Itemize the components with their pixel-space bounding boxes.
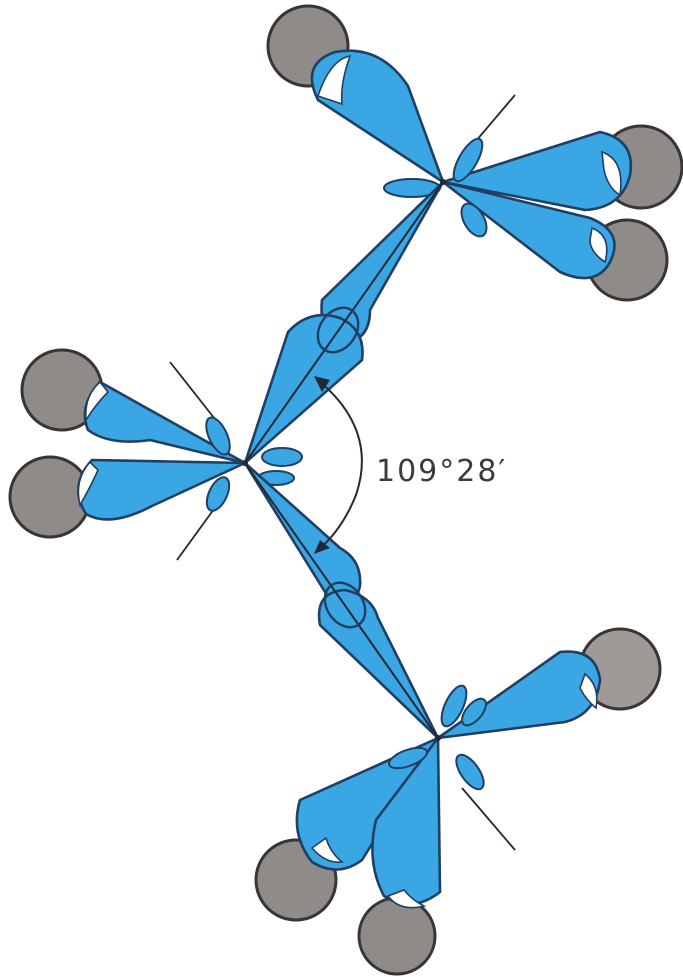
sp3-orbital-lobe (310, 49, 445, 184)
small-back-lobe (460, 202, 488, 238)
bond-angle-label: 109°28′ (376, 454, 507, 489)
bottom-carbon-axis (461, 787, 516, 851)
h-overlap-region (589, 226, 608, 264)
arrow-head (314, 540, 330, 554)
sp3-orbital-lobe (243, 461, 362, 608)
h-overlap-region (77, 460, 99, 508)
h-overlap-region (310, 836, 344, 864)
sp3-orbital-lobe (243, 313, 364, 465)
bond-angle-arc (317, 379, 363, 551)
carbon-center (242, 460, 248, 466)
cc-overlap-region (316, 306, 360, 354)
h-overlap-region (579, 672, 598, 710)
small-back-lobe (261, 447, 303, 467)
sp3-orbital-lobe (441, 180, 616, 280)
carbon-center (435, 735, 441, 741)
middle-carbon-group (8, 348, 303, 561)
hydrogen-atom (357, 896, 437, 976)
carbon-center (440, 179, 446, 185)
bottom-carbon-group (254, 627, 662, 976)
sp3-orbital-lobe (317, 588, 440, 740)
h-overlap-region (84, 380, 110, 423)
small-back-lobe (205, 416, 231, 456)
sp3-orbital-lobe (295, 736, 440, 871)
bond-angle-indicator: 109°28′ (314, 376, 507, 554)
small-back-lobe (455, 753, 485, 791)
sp3-orbital-lobe (441, 130, 633, 212)
small-back-lobe (452, 137, 484, 183)
small-back-lobe (440, 684, 468, 728)
h-overlap-region (386, 889, 427, 909)
h-overlap-region (316, 54, 352, 106)
lower-cc-bond (243, 461, 440, 740)
sp3-orbital-lobe (371, 736, 442, 906)
lower-bond-axis (244, 462, 439, 739)
top-carbon-group (266, 4, 683, 302)
small-back-lobe (388, 746, 428, 770)
small-back-lobe (461, 697, 487, 727)
h-overlap-region (601, 150, 622, 197)
upper-bond-axis (244, 181, 444, 464)
cc-overlap-region (323, 581, 367, 629)
arrow-head (314, 376, 330, 392)
upper-cc-bond (243, 180, 445, 465)
small-back-lobe (205, 476, 231, 512)
